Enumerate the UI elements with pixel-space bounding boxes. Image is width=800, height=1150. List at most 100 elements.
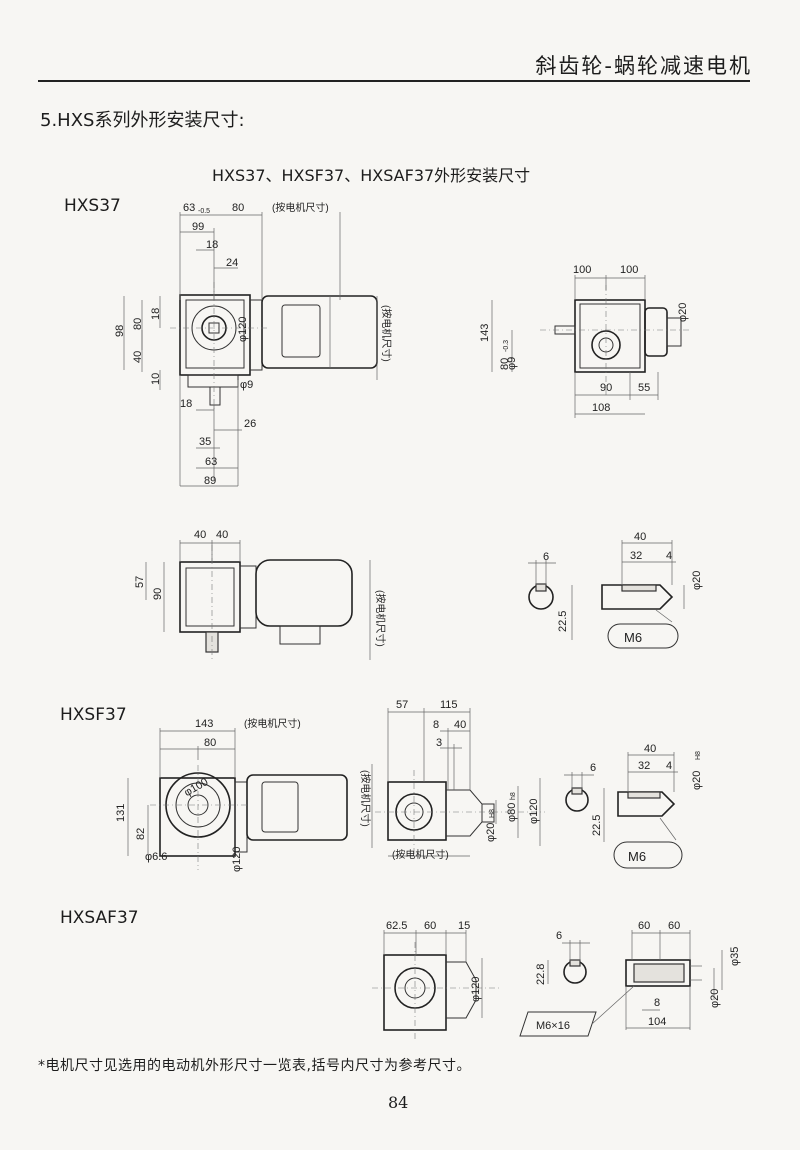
dim-hxs37side-20: φ20 — [677, 303, 689, 322]
dim-hxs37top-90: 90 — [152, 588, 164, 600]
dim-hxs37-18c: 18 — [180, 398, 192, 410]
dim-hxs37top-40a: 40 — [194, 529, 206, 541]
dim-hxsaf37-120: φ120 — [470, 977, 482, 1003]
dim-hxsaf37shaft-60a: 60 — [638, 920, 650, 932]
dim-hxs37shaft-32: 32 — [630, 550, 642, 562]
hxsaf37-shaft-detail: 6 22.8 60 60 φ35 8 104 φ20 M6×16 — [519, 920, 741, 1037]
model-label-hxs37: HXS37 — [64, 196, 121, 216]
dim-hxs37-motor: (按电机尺寸) — [272, 201, 329, 214]
header-rule — [38, 80, 750, 82]
dim-hxs37top-motor: (按电机尺寸) — [374, 590, 387, 647]
dim-hxs37shaft-m6: M6 — [624, 630, 642, 645]
dim-hxsf37-80: 80 — [204, 737, 216, 749]
dim-hxs37-9: φ9 — [240, 379, 253, 391]
dim-hxs37-80v: 80 — [132, 318, 144, 330]
dim-hxsf37side-20tol: H8 — [489, 809, 496, 818]
dim-hxsf37side-20: φ20 — [485, 823, 497, 842]
dim-hxs37side-100b: 100 — [620, 264, 638, 276]
dim-hxs37-80: 80 — [232, 202, 244, 214]
model-label-hxsf37: HXSF37 — [60, 705, 127, 725]
dim-hxsaf37shaft-8: 8 — [654, 997, 660, 1009]
dim-hxs37-99: 99 — [192, 221, 204, 233]
dim-hxs37side-9: φ9 — [506, 357, 518, 370]
dim-hxsf37side-80: φ80 — [506, 803, 518, 822]
dim-hxs37side-55: 55 — [638, 382, 650, 394]
dim-hxsf37side-motor-v: (按电机尺寸) — [359, 770, 372, 827]
dim-hxsf37shaft-22-5: 22.5 — [591, 815, 603, 836]
dim-hxs37-63: 63 — [183, 202, 195, 214]
dim-hxsf37-6-6: φ6.6 — [145, 851, 167, 863]
dim-hxs37shaft-6: 6 — [543, 551, 549, 563]
hxsf37-side-view: 57 115 8 40 3 (按电机尺寸) (按电机尺寸) φ20 H8 φ80… — [359, 699, 545, 861]
hxsf37-front-view: 143 (按电机尺寸) 80 131 82 φ100 φ6.6 φ120 — [115, 717, 348, 873]
dim-hxsf37-motor: (按电机尺寸) — [244, 717, 301, 730]
dim-hxsf37-131: 131 — [115, 804, 127, 822]
dim-hxs37-motor-v: (按电机尺寸) — [380, 305, 393, 362]
dim-hxs37-18a: 18 — [206, 239, 218, 251]
dim-hxs37side-80tol: -0.3 — [503, 340, 510, 352]
hxs37-side-view: 100 100 143 80 -0.3 φ9 φ20 90 55 108 — [479, 264, 690, 418]
dim-hxsaf37shaft-20: φ20 — [709, 989, 721, 1008]
dim-hxsf37side-120: φ120 — [528, 799, 540, 825]
footnote: *电机尺寸见选用的电动机外形尺寸一览表,括号内尺寸为参考尺寸。 — [38, 1058, 471, 1074]
dim-hxsaf37shaft-104: 104 — [648, 1016, 666, 1028]
dim-hxsf37side-motor-h: (按电机尺寸) — [392, 848, 449, 861]
dim-hxsf37shaft-4: 4 — [666, 760, 672, 772]
dim-hxs37side-108: 108 — [592, 402, 610, 414]
dim-hxsaf37-60: 60 — [424, 920, 436, 932]
page-number: 84 — [388, 1093, 409, 1112]
dim-hxs37-26: 26 — [244, 418, 256, 430]
hxsf37-shaft-detail: 6 22.5 40 32 4 φ20 H8 M6 — [564, 743, 703, 869]
dim-hxs37shaft-22-5: 22.5 — [557, 611, 569, 632]
hxs37-front-view: 63 -0.5 80 (按电机尺寸) 99 18 24 98 80 18 40 … — [114, 201, 378, 487]
dim-hxsf37side-3: 3 — [436, 737, 442, 749]
section-heading: 5.HXS系列外形安装尺寸: — [40, 110, 245, 131]
dim-hxs37-98: 98 — [114, 325, 126, 337]
dim-hxsaf37shaft-6: 6 — [556, 930, 562, 942]
dim-hxs37-63-tol: -0.5 — [198, 208, 210, 215]
dim-hxs37top-57: 57 — [134, 576, 146, 588]
header-title: 斜齿轮-蜗轮减速电机 — [535, 54, 752, 78]
dim-hxs37side-100a: 100 — [573, 264, 591, 276]
hxs37-top-view: 40 40 57 90 (按电机尺寸) — [134, 529, 387, 660]
dim-hxsf37-82: 82 — [135, 828, 147, 840]
hxsaf37-side-view: 62.5 60 15 φ120 — [372, 920, 500, 1040]
dim-hxsf37side-115: 115 — [440, 699, 458, 711]
dim-hxsf37shaft-20tol: H8 — [695, 751, 702, 760]
page-subtitle: HXS37、HXSF37、HXSAF37外形安装尺寸 — [212, 166, 531, 185]
dim-hxs37-63b: 63 — [205, 456, 217, 468]
dim-hxsaf37-15: 15 — [458, 920, 470, 932]
dim-hxsf37side-40: 40 — [454, 719, 466, 731]
dim-hxsf37side-57: 57 — [396, 699, 408, 711]
dim-hxsaf37shaft-60b: 60 — [668, 920, 680, 932]
dim-hxsf37shaft-40: 40 — [644, 743, 656, 755]
dim-hxsf37shaft-32: 32 — [638, 760, 650, 772]
dim-hxsf37side-80tol: h8 — [510, 792, 517, 800]
dim-hxs37top-40b: 40 — [216, 529, 228, 541]
dim-hxsf37-143: 143 — [195, 718, 213, 730]
dim-hxsaf37shaft-22-8: 22.8 — [535, 964, 547, 985]
dim-hxs37shaft-20: φ20 — [691, 571, 703, 590]
dim-hxs37-18b: 18 — [150, 308, 162, 320]
dim-hxs37-35: 35 — [199, 436, 211, 448]
dim-hxs37side-90: 90 — [600, 382, 612, 394]
dim-hxsaf37-62-5: 62.5 — [386, 920, 407, 932]
dim-hxs37side-143: 143 — [479, 324, 491, 342]
dim-hxs37-89: 89 — [204, 475, 216, 487]
dim-hxs37-24: 24 — [226, 257, 238, 269]
dim-hxsf37shaft-20: φ20 — [691, 771, 703, 790]
dim-hxsf37-120: φ120 — [231, 847, 243, 873]
dim-hxsaf37shaft-thread: M6×16 — [536, 1020, 570, 1032]
dim-hxs37-10: 10 — [150, 373, 162, 385]
dim-hxsaf37shaft-35: φ35 — [729, 947, 741, 966]
dim-hxs37-120: φ120 — [237, 317, 249, 343]
dim-hxs37shaft-4: 4 — [666, 550, 672, 562]
dim-hxs37shaft-40: 40 — [634, 531, 646, 543]
hxs37-shaft-detail: 6 22.5 40 32 4 φ20 M6 — [528, 531, 703, 649]
dim-hxsf37side-8: 8 — [433, 719, 439, 731]
dim-hxs37side-80: 80 — [499, 358, 511, 370]
model-label-hxsaf37: HXSAF37 — [60, 908, 139, 928]
dim-hxsf37shaft-6: 6 — [590, 762, 596, 774]
dim-hxsf37shaft-m6: M6 — [628, 849, 646, 864]
